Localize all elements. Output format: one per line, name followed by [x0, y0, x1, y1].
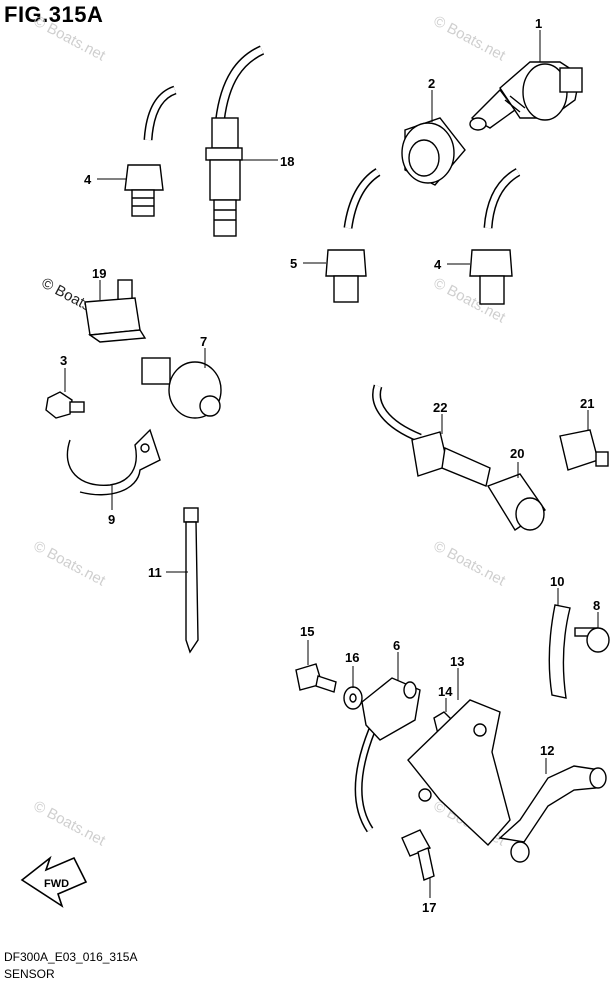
part-13-bracket: [407, 699, 511, 847]
callout-12: 12: [540, 743, 554, 758]
callout-16: 16: [345, 650, 359, 665]
callout-13: 13: [450, 654, 464, 669]
callout-4: 4: [84, 172, 92, 187]
part-5-sensor: [325, 168, 381, 303]
callout-7: 7: [200, 334, 207, 349]
part-4-sensor-second: [469, 168, 521, 305]
callout-2: 2: [428, 76, 435, 91]
callout-22: 22: [433, 400, 447, 415]
figure-name: SENSOR: [4, 967, 55, 981]
callout-3: 3: [60, 353, 67, 368]
part-1-sensor-connector: [469, 61, 583, 131]
part-3-bolt: [45, 391, 85, 419]
part-11-cable-tie: [183, 507, 199, 654]
callout-8: 8: [593, 598, 600, 613]
callout-19: 19: [92, 266, 106, 281]
callout-4: 4: [434, 257, 442, 272]
part-22-sensor: [372, 384, 491, 487]
part-20-plug: [486, 473, 546, 531]
part-9-clamp: [66, 428, 161, 496]
part-7-knock-sensor: [141, 357, 222, 419]
part-19-clip: [84, 279, 147, 343]
part-8-screw: [574, 627, 610, 653]
part-4-temp-sensor: [124, 85, 177, 217]
figure-title: FIG.315A: [4, 2, 104, 27]
callout-1: 1: [535, 16, 542, 31]
callout-11: 11: [148, 565, 162, 580]
part-2-grommet: [401, 117, 466, 186]
fwd-label: FWD: [44, 878, 69, 890]
callout-15: 15: [300, 624, 314, 639]
callout-9: 9: [108, 512, 115, 527]
part-12-link-arm: [498, 765, 607, 863]
figure-code: DF300A_E03_016_315A: [4, 950, 138, 964]
part-6-sensor: [354, 677, 421, 833]
callout-6: 6: [393, 638, 400, 653]
part-15-bolt: [295, 663, 337, 693]
part-16-washer: [343, 686, 363, 710]
callout-14: 14: [438, 684, 453, 699]
callout-10: 10: [550, 574, 564, 589]
part-18-sensor: [205, 45, 265, 237]
fwd-arrow-icon: FWD: [20, 855, 88, 908]
callout-18: 18: [280, 154, 294, 169]
part-21-plug: [559, 429, 609, 471]
callout-5: 5: [290, 256, 297, 271]
part-17-bolt: [401, 829, 435, 881]
callout-21: 21: [580, 396, 594, 411]
callout-20: 20: [510, 446, 524, 461]
part-10-bracket: [548, 604, 571, 699]
callout-17: 17: [422, 900, 436, 915]
